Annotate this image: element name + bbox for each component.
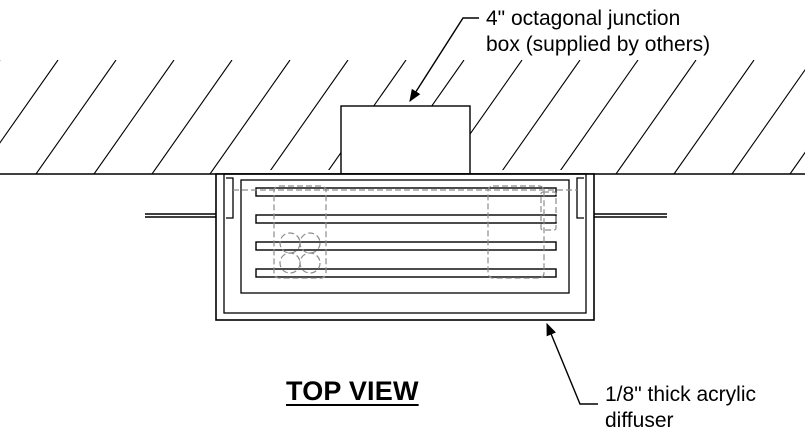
hatch-line bbox=[499, 60, 581, 174]
lamp-tube bbox=[255, 214, 557, 224]
ceiling-hatch bbox=[0, 60, 805, 174]
wire-connector bbox=[299, 252, 321, 274]
hidden-components bbox=[233, 185, 577, 279]
hatch-line bbox=[209, 60, 291, 174]
wire-connector bbox=[299, 232, 321, 254]
hatch-line bbox=[151, 60, 233, 174]
bracket-left bbox=[226, 177, 234, 219]
lamp-tube bbox=[255, 268, 557, 278]
mounting-flange-left bbox=[145, 213, 216, 218]
hatch-line bbox=[789, 151, 805, 174]
lamp-tube bbox=[255, 187, 557, 197]
junction-box bbox=[340, 105, 471, 175]
hatch-line bbox=[35, 60, 117, 174]
hatch-line bbox=[0, 60, 59, 144]
hatch-line bbox=[267, 60, 349, 174]
ballast-block bbox=[487, 185, 545, 279]
junction-box-callout-line2: box (supplied by others) bbox=[486, 33, 711, 56]
lamp-tube bbox=[255, 241, 557, 251]
diffuser-leader bbox=[546, 322, 598, 405]
hatch-line bbox=[731, 69, 805, 174]
junction-box-callout-line1: 4" octagonal junction bbox=[486, 7, 681, 30]
hatch-line bbox=[673, 60, 755, 174]
junction-box-callout: 4" octagonal junction box (supplied by o… bbox=[486, 6, 710, 58]
junction-box-leader bbox=[409, 17, 479, 103]
socket-block-left bbox=[273, 185, 327, 279]
lamp-tubes bbox=[255, 187, 557, 278]
diffuser-callout: 1/8" thick acrylic diffuser bbox=[605, 382, 756, 434]
hatch-line bbox=[557, 60, 639, 174]
diffuser-callout-line1: 1/8" thick acrylic bbox=[605, 383, 756, 406]
ballast-clip bbox=[540, 191, 557, 231]
hatch-line bbox=[615, 60, 697, 174]
view-title: TOP VIEW bbox=[286, 376, 419, 406]
inner-frame bbox=[240, 179, 570, 294]
diffuser-callout-line2: diffuser bbox=[605, 409, 674, 432]
acrylic-diffuser-outline bbox=[223, 173, 587, 314]
hatch-line bbox=[93, 60, 175, 174]
mounting-flange-right bbox=[594, 213, 667, 218]
bracket-right bbox=[576, 177, 584, 219]
